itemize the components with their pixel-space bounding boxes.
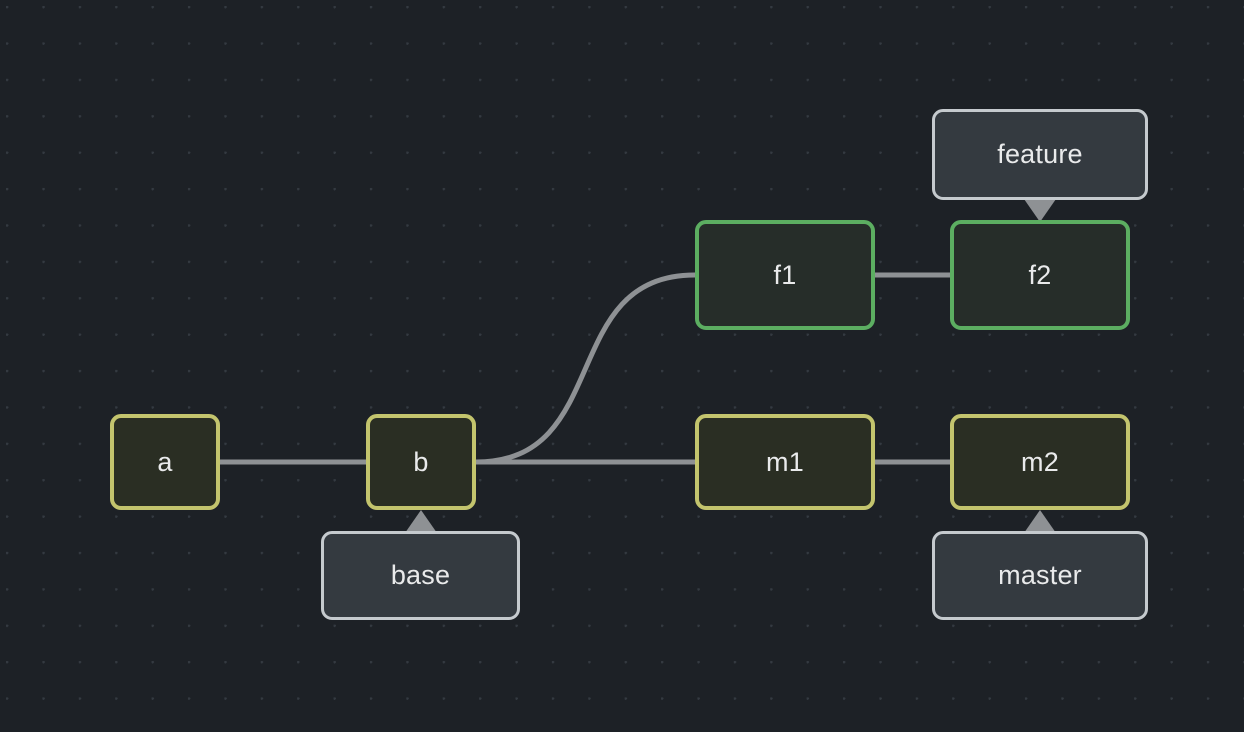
commit-label: f2 bbox=[1028, 259, 1052, 290]
branch-label-feature[interactable]: feature bbox=[932, 109, 1148, 200]
commit-node-m1[interactable]: m1 bbox=[695, 414, 875, 510]
commit-node-b[interactable]: b bbox=[366, 414, 476, 510]
commit-label: m1 bbox=[766, 446, 804, 477]
branch-label-text: master bbox=[998, 560, 1082, 590]
branch-label-text: base bbox=[390, 560, 451, 590]
branch-pointer-base bbox=[405, 510, 437, 533]
branch-label-base[interactable]: base bbox=[321, 531, 520, 620]
edge-b-f1 bbox=[475, 272, 696, 465]
commit-node-m2[interactable]: m2 bbox=[950, 414, 1130, 510]
commit-label: a bbox=[157, 446, 173, 477]
branch-label-text: feature bbox=[997, 139, 1083, 169]
commit-label: f1 bbox=[773, 259, 797, 290]
commit-label: m2 bbox=[1021, 446, 1059, 477]
commit-label: b bbox=[413, 446, 429, 477]
branch-pointer-master bbox=[1024, 510, 1056, 533]
commit-node-f2[interactable]: f2 bbox=[950, 220, 1130, 330]
commit-node-f1[interactable]: f1 bbox=[695, 220, 875, 330]
branch-label-master[interactable]: master bbox=[932, 531, 1148, 620]
commit-node-a[interactable]: a bbox=[110, 414, 220, 510]
branch-pointer-feature bbox=[1024, 199, 1056, 222]
